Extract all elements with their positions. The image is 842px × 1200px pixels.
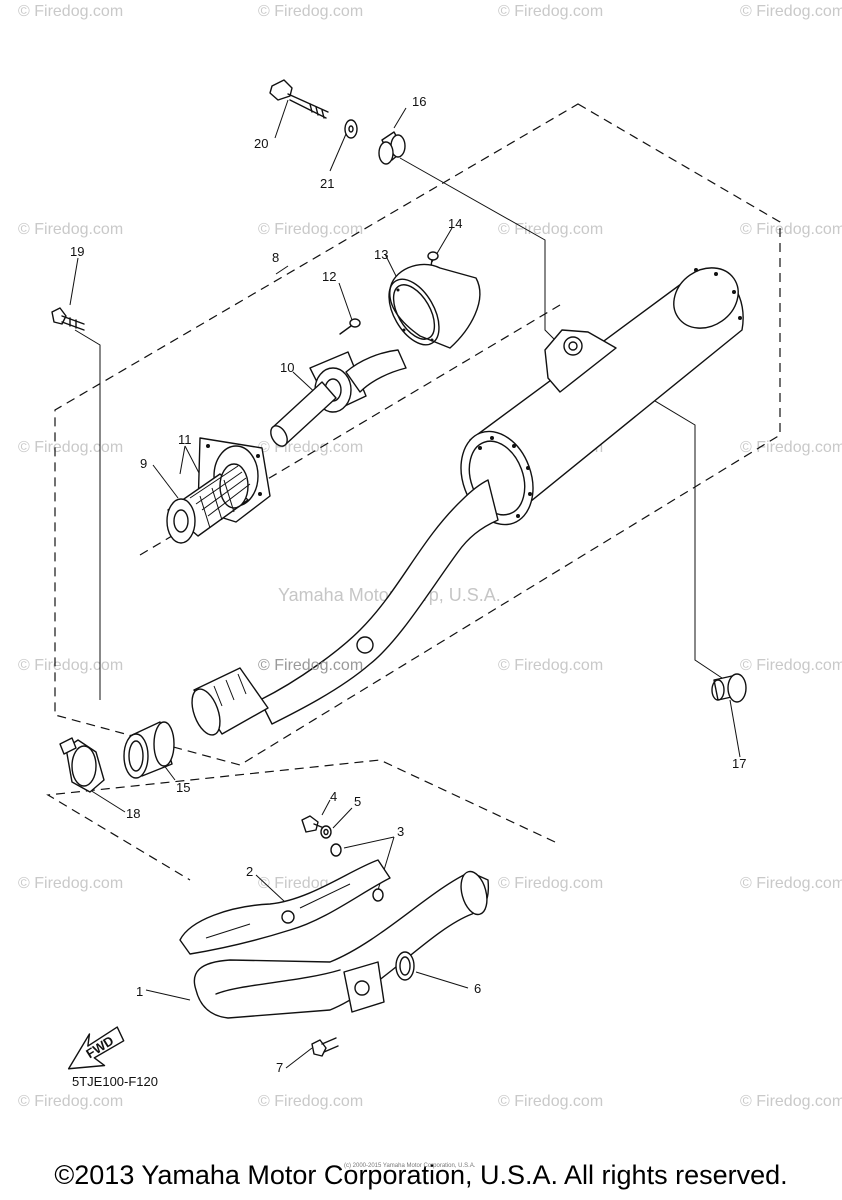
exhaust-pipe-1: [193, 870, 490, 1019]
watermark: © Firedog.com: [18, 1093, 123, 1110]
part-label-14: 14: [448, 216, 462, 231]
watermark: © Firedog.com: [258, 1093, 363, 1110]
watermark: © Firedog.com: [18, 3, 123, 20]
part-label-7: 7: [276, 1060, 283, 1075]
muffler-8: [259, 267, 744, 725]
watermark: © Firedog.com: [740, 3, 842, 20]
screw-12: [339, 318, 361, 335]
diagram-code: 5TJE100-F120: [72, 1074, 158, 1089]
bolt-20: [269, 79, 329, 119]
watermark: © Firedog.com: [498, 875, 603, 892]
part-label-16: 16: [412, 94, 426, 109]
watermark: © Firedog.com: [498, 221, 603, 238]
part-label-20: 20: [254, 136, 268, 151]
part-label-5: 5: [354, 794, 361, 809]
silencer-core-9: [166, 463, 251, 544]
part-label-15: 15: [176, 780, 190, 795]
watermark: © Firedog.com: [740, 439, 842, 456]
collar-3: [330, 843, 384, 902]
part-label-10: 10: [280, 360, 294, 375]
end-cap-13: [388, 263, 481, 349]
gasket-6: [395, 951, 415, 981]
part-label-12: 12: [322, 269, 336, 284]
watermark: © Firedog.com: [18, 439, 123, 456]
watermark: © Firedog.com: [498, 657, 603, 674]
watermark-grid: © Firedog.com © Firedog.com © Firedog.co…: [18, 3, 842, 1110]
part-label-8: 8: [272, 250, 279, 265]
heat-protector-boundary: [46, 759, 556, 881]
tail-pipe-10: [270, 349, 407, 447]
watermark: © Firedog.com: [498, 1093, 603, 1110]
washer-21: [344, 119, 358, 139]
part-label-17: 17: [732, 756, 746, 771]
part-label-21: 21: [320, 176, 334, 191]
watermark: © Firedog.com: [740, 1093, 842, 1110]
part-label-6: 6: [474, 981, 481, 996]
part-label-1: 1: [136, 984, 143, 999]
grommet-16: [378, 131, 406, 165]
watermark: © Firedog.com: [740, 875, 842, 892]
forward-arrow: FWD: [67, 1026, 125, 1070]
part-label-3: 3: [397, 824, 404, 839]
bolt-7: [311, 1037, 339, 1057]
muffler-assembly-boundary: [54, 103, 781, 766]
part-label-4: 4: [330, 789, 337, 804]
watermark: © Firedog.com: [498, 3, 603, 20]
watermark: © Firedog.com: [740, 657, 842, 674]
tiny-note: (c) 2000-2015 Yamaha Motor Corporation, …: [344, 1163, 476, 1169]
bolt-19: [51, 307, 85, 331]
watermark: © Firedog.com: [18, 657, 123, 674]
watermark: © Firedog.com: [740, 221, 842, 238]
part-label-11: 11: [178, 432, 192, 447]
washer-5: [320, 825, 332, 839]
watermark: © Firedog.com: [258, 3, 363, 20]
damper-17: [711, 673, 747, 703]
center-watermark: © Firedog.com: [258, 657, 363, 674]
part-label-13: 13: [374, 247, 388, 262]
part-label-9: 9: [140, 456, 147, 471]
part-label-18: 18: [126, 806, 140, 821]
gasket-15: [123, 721, 175, 779]
watermark: © Firedog.com: [18, 221, 123, 238]
clamp-18: [59, 737, 105, 793]
heat-protector-2: [179, 859, 391, 955]
part-labels: 1 2 3 4 5 6 7 8 9 10 11 12 13 14 15 16 1…: [70, 94, 746, 1075]
part-label-2: 2: [246, 864, 253, 879]
watermark: © Firedog.com: [258, 221, 363, 238]
copyright-notice: ©2013 Yamaha Motor Corporation, U.S.A. A…: [54, 1160, 788, 1190]
watermark: © Firedog.com: [18, 875, 123, 892]
part-label-19: 19: [70, 244, 84, 259]
joint-sleeve: [191, 667, 269, 736]
